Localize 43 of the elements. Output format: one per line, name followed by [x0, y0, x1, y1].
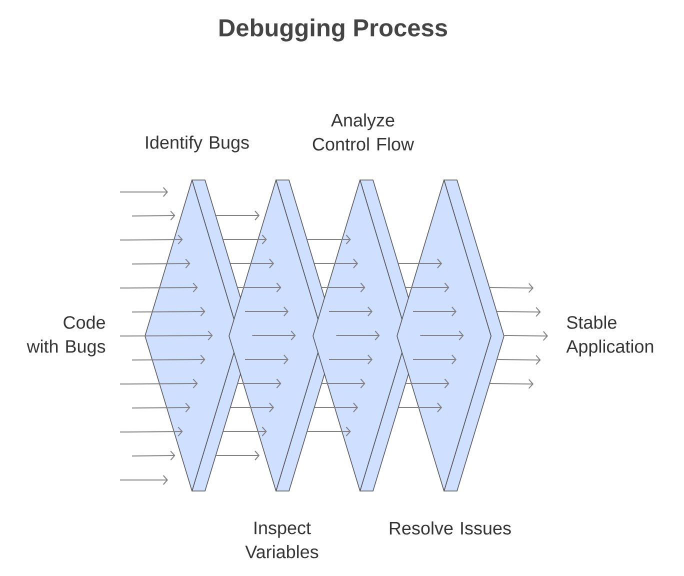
node-label: Code with Bugs — [26, 316, 106, 356]
arrow — [496, 306, 541, 317]
arrow — [489, 378, 534, 389]
arrow — [237, 378, 282, 388]
arrow — [306, 426, 351, 436]
arrow — [132, 258, 190, 269]
arrow — [132, 354, 206, 365]
arrow — [216, 210, 260, 220]
arrow — [120, 282, 198, 293]
arrow — [328, 354, 373, 364]
arrow — [321, 282, 366, 292]
arrow — [496, 354, 541, 365]
arrow — [314, 402, 358, 412]
arrow — [132, 402, 190, 413]
arrow — [132, 306, 206, 317]
arrow — [489, 282, 534, 293]
arrow — [132, 450, 176, 461]
arrow — [120, 330, 213, 341]
arrow — [328, 306, 373, 316]
arrow — [120, 426, 183, 437]
arrow — [314, 258, 358, 268]
arrow — [132, 210, 176, 221]
arrow — [120, 234, 183, 245]
arrow — [237, 282, 282, 292]
arrow — [504, 330, 548, 341]
arrow — [321, 378, 366, 388]
title: Debugging Process — [220, 18, 448, 42]
arrow — [306, 234, 351, 244]
stage-label: Identify Bugs — [146, 136, 249, 152]
arrow — [216, 450, 260, 460]
stage-label: Analyze Control Flow — [312, 113, 414, 151]
arrow — [222, 426, 267, 436]
stage-label: Resolve Issues — [390, 521, 511, 535]
arrow — [336, 330, 380, 340]
node-label: Stable Application — [566, 316, 654, 356]
arrow — [252, 330, 296, 340]
arrow — [120, 378, 198, 389]
arrow — [230, 258, 274, 268]
arrow — [222, 234, 267, 244]
stage-label: Inspect Variables — [245, 522, 318, 558]
arrow — [244, 306, 289, 316]
arrow — [230, 402, 274, 412]
arrow — [244, 354, 289, 364]
